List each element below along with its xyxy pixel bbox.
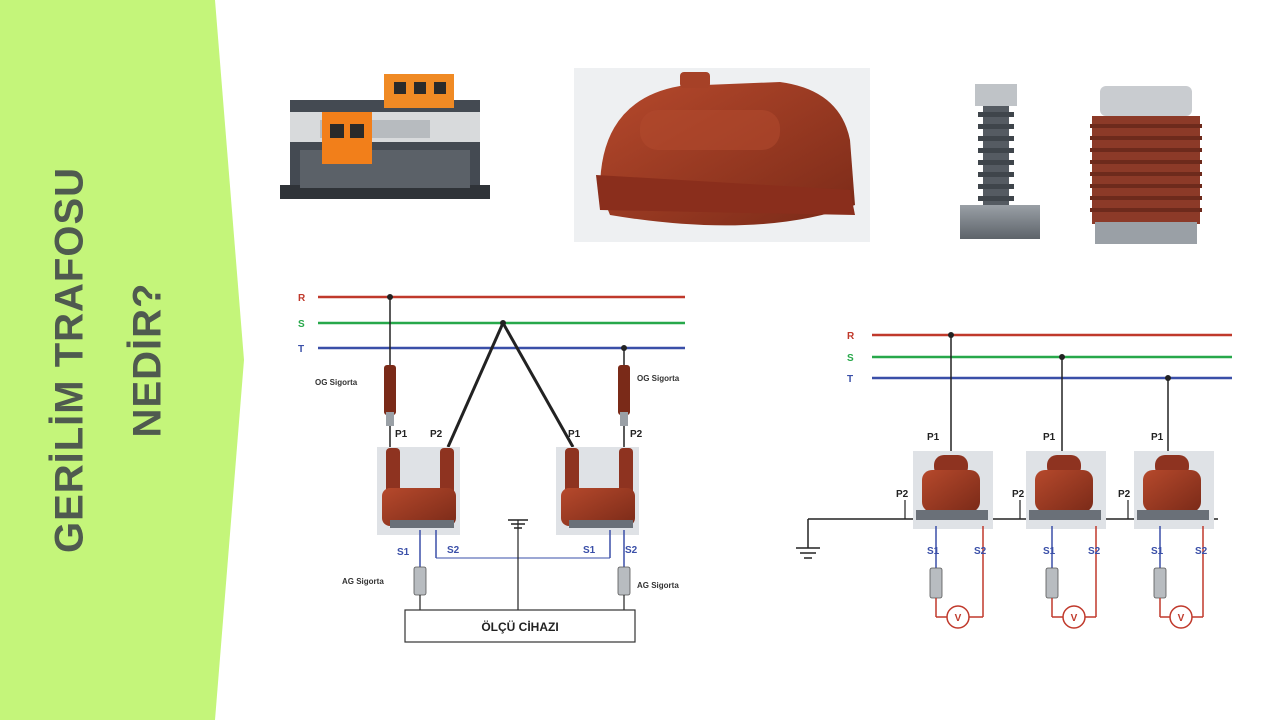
right-phase-r: R (847, 331, 855, 342)
right-unit-2-s2: S2 (1088, 546, 1101, 557)
right-unit-2-p1: P1 (1043, 432, 1056, 443)
left-meter-box (404, 609, 636, 643)
right-unit-3-p2: P2 (1118, 489, 1131, 500)
left-lv-fuse-label-2: AG Sigorta (637, 581, 679, 590)
left-lv-fuse-label-1: AG Sigorta (342, 577, 384, 586)
photo-control-transformer (280, 74, 490, 199)
right-unit-3-p1: P1 (1151, 432, 1164, 443)
left-mv-fuse-label-2: OG Sigorta (637, 374, 680, 383)
left-vt2-s1: S1 (583, 545, 596, 556)
right-unit-1: P1 P2 S1 S2 V (896, 332, 993, 629)
left-meter-label: ÖLÇÜ CİHAZI (481, 619, 558, 634)
right-unit-1-s1: S1 (927, 546, 940, 557)
right-unit-3-s2: S2 (1195, 546, 1208, 557)
right-unit-1-p2: P2 (896, 489, 909, 500)
left-vt2-s2: S2 (625, 545, 638, 556)
right-unit-2-s1: S1 (1043, 546, 1056, 557)
left-vt2-p1: P1 (568, 429, 581, 440)
photo-outdoor-transformers (960, 84, 1202, 244)
left-phase-t: T (298, 344, 304, 355)
right-unit-2: P1 P2 S1 S2 V (1012, 354, 1106, 629)
right-unit-1-s2: S2 (974, 546, 987, 557)
banner-background (0, 0, 244, 720)
left-vt1-p2: P2 (430, 429, 443, 440)
left-wiring-diagram: R S T OG Sigorta OG Sigorta P1 P2 P1 P2 (298, 293, 685, 643)
left-phase-r: R (298, 293, 306, 304)
left-mv-fuse-label-1: OG Sigorta (315, 378, 358, 387)
left-vt1-s1: S1 (397, 547, 410, 558)
left-vt1-s2: S2 (447, 545, 460, 556)
right-phase-t: T (847, 374, 853, 385)
right-unit-3-meter: V (1178, 613, 1185, 624)
photo-cast-resin-transformer (574, 68, 870, 242)
right-unit-2-meter: V (1071, 613, 1078, 624)
left-vt1-p1: P1 (395, 429, 408, 440)
right-unit-3: P1 P2 S1 S2 V (1118, 375, 1214, 629)
right-unit-1-meter: V (955, 613, 962, 624)
left-phase-s: S (298, 319, 305, 330)
left-vt2-p2: P2 (630, 429, 643, 440)
right-phase-s: S (847, 353, 854, 364)
right-unit-1-p1: P1 (927, 432, 940, 443)
right-unit-2-p2: P2 (1012, 489, 1025, 500)
right-wiring-diagram: R S T P1 P2 S1 S2 V (796, 331, 1232, 629)
right-unit-3-s1: S1 (1151, 546, 1164, 557)
